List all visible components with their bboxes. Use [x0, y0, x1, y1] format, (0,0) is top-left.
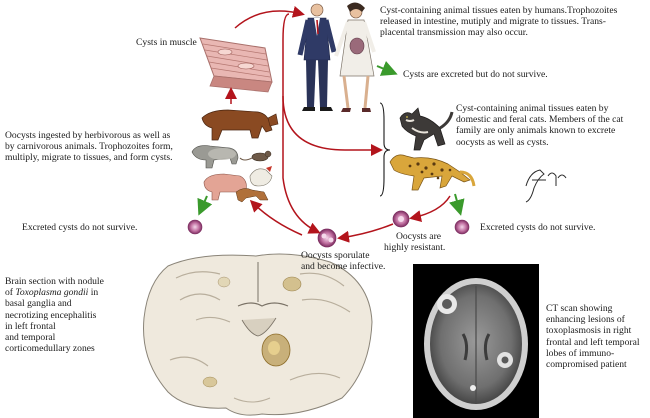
- ct-scan-image: [413, 264, 539, 418]
- cats-description: Cyst-containing animal tissues eaten by …: [456, 103, 624, 148]
- artist-signature: [525, 169, 567, 203]
- oocyst-resistant-image: [392, 210, 410, 228]
- oocyst-sporulated-image: [317, 228, 337, 248]
- oocysts-sporulate-label: Oocysts sporulate and become infective.: [301, 250, 386, 273]
- excretion-arrows: [197, 61, 465, 216]
- human-woman-figure: [334, 2, 376, 112]
- brain-section-image: [143, 253, 373, 416]
- animals-group-image: [191, 109, 279, 203]
- brain-section-caption: Brain section with nodule of Toxoplasma …: [5, 276, 104, 355]
- excreted-cysts-right-label: Excreted cysts do not survive.: [480, 222, 596, 233]
- muscle-tissue-image: [199, 37, 273, 93]
- leopard-image: [389, 154, 476, 191]
- human-cysts-excreted-label: Cysts are excreted but do not survive.: [403, 69, 548, 80]
- ct-scan-caption: CT scan showing enhancing lesions of tox…: [546, 303, 640, 371]
- excreted-cysts-left-label: Excreted cysts do not survive.: [22, 222, 138, 233]
- oocysts-resistant-label: Oocysts are highly resistant.: [384, 231, 446, 254]
- domestic-cat-image: [399, 107, 454, 151]
- life-cycle-arrows: [225, 5, 451, 243]
- humans-description: Cyst-containing animal tissues eaten by …: [380, 5, 618, 39]
- cyst-right-image: [454, 219, 470, 235]
- herbivores-description: Oocysts ingested by herbivorous as well …: [5, 130, 173, 164]
- cyst-left-image: [187, 219, 203, 235]
- cats-bracket: [379, 102, 391, 197]
- human-man-figure: [297, 3, 337, 111]
- cysts-in-muscle-label: Cysts in muscle: [136, 37, 197, 48]
